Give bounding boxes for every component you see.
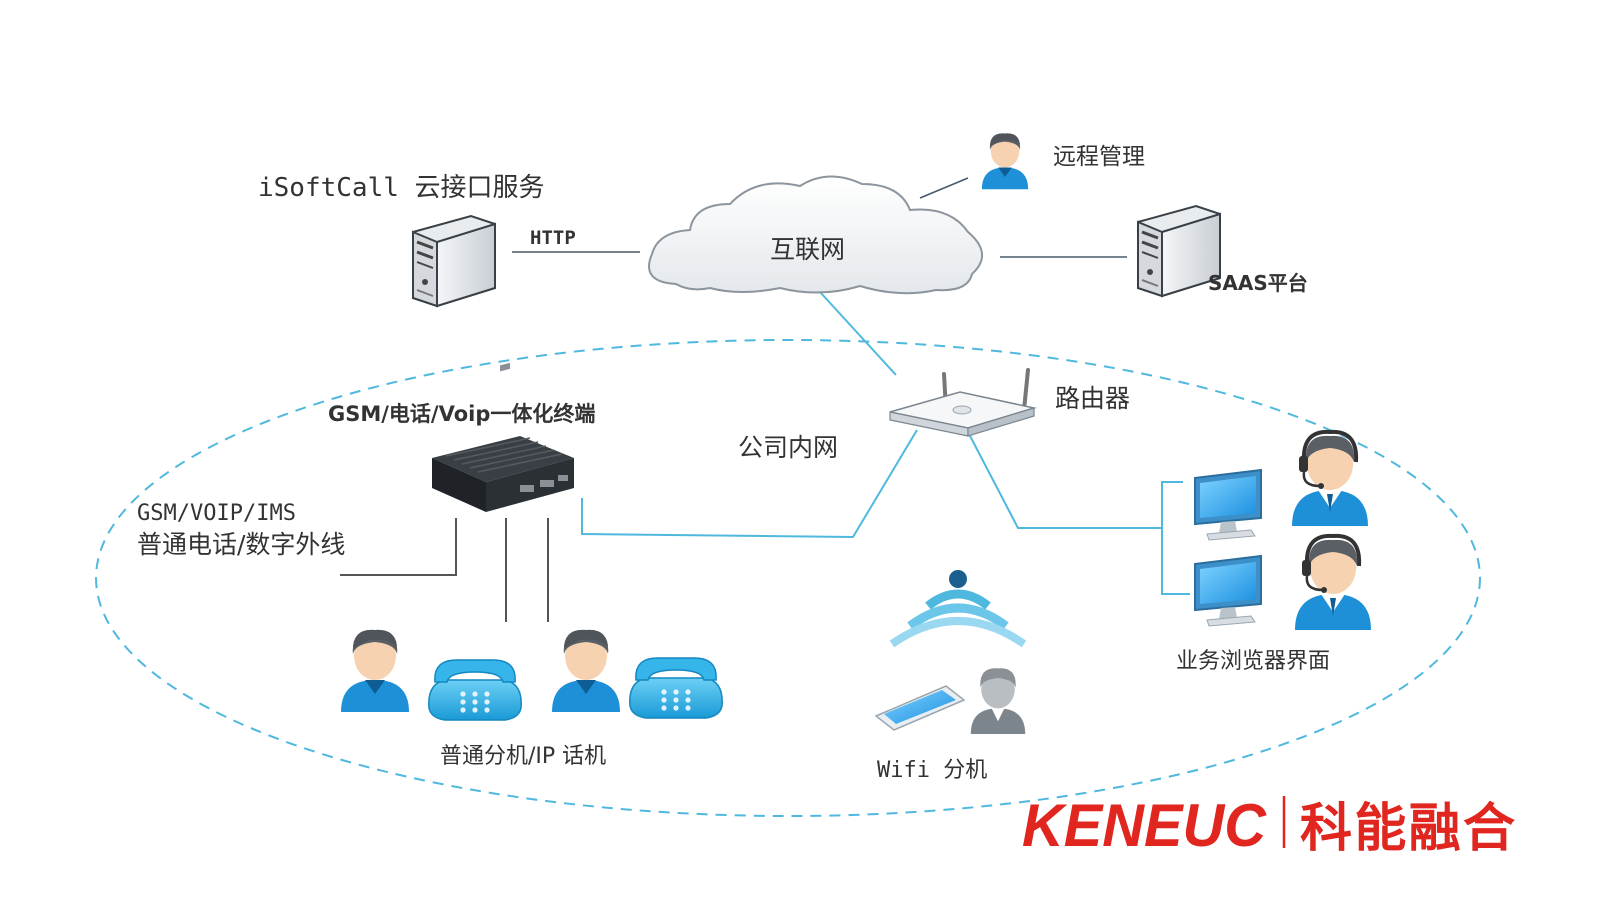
brand-latin: KENEUC (1022, 792, 1268, 859)
gateway-box-icon (432, 362, 574, 512)
wifi-icon (889, 570, 1027, 648)
server-icon (411, 214, 497, 308)
desk-phone-icon (428, 659, 522, 721)
brand-chinese: 科能融合 (1300, 799, 1515, 859)
person-icon (970, 668, 1026, 734)
desk-phone-icon (629, 657, 723, 719)
wifi-label: Wifi 分机 (877, 758, 987, 783)
cloud-service-label: iSoftCall 云接口服务 (258, 173, 545, 203)
extensions-label: 普通分机/IP 话机 (440, 744, 606, 769)
trunk-line2-label: 普通电话/数字外线 (137, 530, 345, 559)
intranet-boundary (95, 339, 1481, 817)
router-label: 路由器 (1055, 384, 1130, 413)
person-icon (981, 133, 1029, 190)
intranet-label: 公司内网 (738, 433, 838, 462)
headset-agent-icon (1290, 429, 1370, 528)
monitor-icon (1194, 555, 1262, 627)
person-icon (341, 629, 409, 712)
brand-logo: KENEUC 科能融合 (1022, 792, 1515, 859)
person-icon (552, 629, 620, 712)
cloud-icon (648, 175, 983, 295)
headset-agent-icon (1293, 533, 1373, 632)
router-icon (889, 368, 1037, 437)
monitor-icon (1194, 469, 1262, 541)
http-label: HTTP (530, 227, 576, 249)
connection-lines (340, 177, 1190, 622)
trunk-line1-label: GSM/VOIP/IMS (137, 501, 296, 526)
internet-label: 互联网 (770, 235, 845, 264)
terminal-label: GSM/电话/Voip一体化终端 (328, 402, 595, 426)
saas-label: SAAS平台 (1208, 271, 1308, 295)
smartphone-icon (874, 685, 966, 731)
remote-mgmt-label: 远程管理 (1053, 144, 1145, 170)
browser-label: 业务浏览器界面 (1176, 649, 1330, 674)
